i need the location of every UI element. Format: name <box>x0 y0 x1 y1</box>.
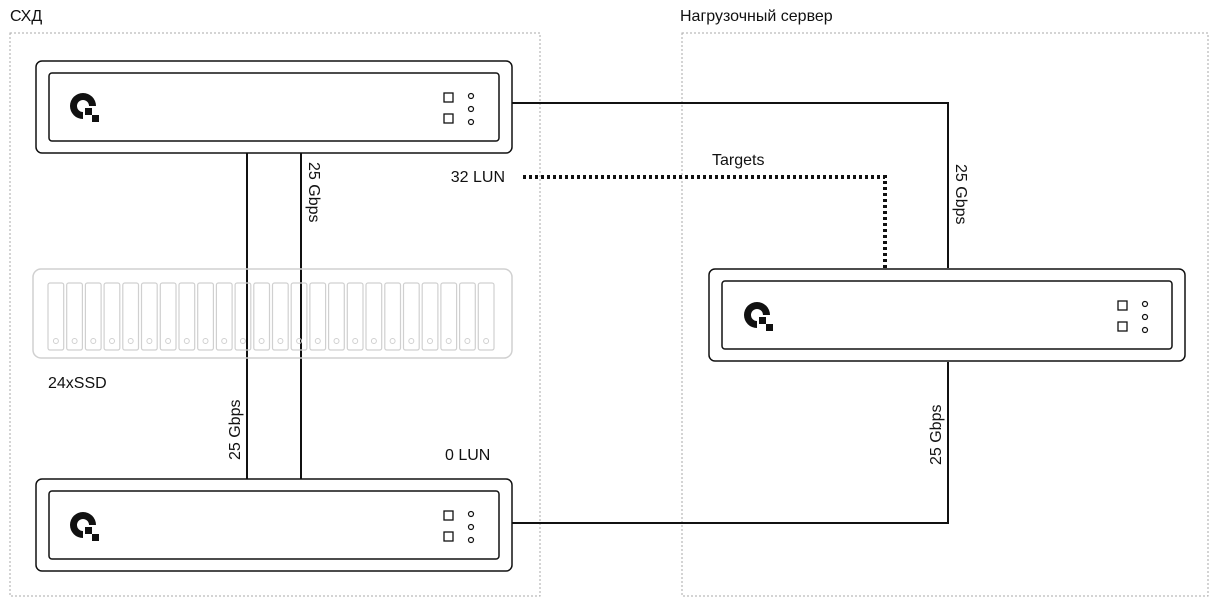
indicator-icon <box>1117 300 1149 334</box>
drive-bay <box>402 282 420 351</box>
drive-shelf-frame <box>32 268 513 359</box>
drive-bay <box>290 282 308 351</box>
drive-bay <box>66 282 83 351</box>
controller-bottom-inner <box>48 490 500 560</box>
bottom-lun-label: 0 LUN <box>445 447 490 464</box>
drive-bay <box>47 282 65 351</box>
drive-bay <box>122 282 140 351</box>
drive-bay <box>178 282 196 351</box>
load-server-outer <box>708 268 1186 362</box>
link-server-to-bottom <box>512 362 949 524</box>
controller-bottom <box>35 478 513 572</box>
drive-bay <box>309 282 327 351</box>
drive-bay <box>346 282 364 351</box>
logo-icon <box>744 302 773 331</box>
top-lun-label: 32 LUN <box>451 169 505 186</box>
drive-bay <box>103 282 121 351</box>
link-controllers-right-label: 25 Gbps <box>305 162 322 222</box>
storage-zone-border <box>9 32 541 597</box>
drive-bay <box>271 282 289 351</box>
link-top-to-server <box>512 102 949 268</box>
drive-shelf <box>32 268 513 359</box>
drive-bay <box>459 282 476 351</box>
load-server <box>708 268 1186 362</box>
logo-icon <box>70 512 99 541</box>
drive-bays <box>47 282 495 351</box>
drive-bay <box>140 282 158 351</box>
drive-bay <box>328 282 345 351</box>
controller-bottom-outer <box>35 478 513 572</box>
drive-shelf-label: 24xSSD <box>48 375 107 392</box>
drive-bay <box>365 282 383 351</box>
drive-bay <box>384 282 402 351</box>
load-server-inner <box>721 280 1173 350</box>
drive-bay <box>421 282 439 351</box>
logo-icon <box>70 93 99 122</box>
controller-top-outer <box>35 60 513 154</box>
drive-bay <box>197 282 214 351</box>
controller-top-inner <box>48 72 500 142</box>
drive-bay <box>234 282 252 351</box>
link-controllers-left-label: 25 Gbps <box>227 400 244 460</box>
controller-top <box>35 60 513 154</box>
drive-bay <box>159 282 177 351</box>
drive-bay <box>215 282 233 351</box>
drive-bay <box>84 282 102 351</box>
link-top-to-server-label: 25 Gbps <box>952 164 969 224</box>
targets-label: Targets <box>712 152 764 169</box>
drive-bay <box>253 282 271 351</box>
server-zone-border <box>681 32 1209 597</box>
indicator-icon <box>443 510 475 544</box>
server-zone-title: Нагрузочный сервер <box>680 8 833 25</box>
indicator-icon <box>443 92 475 126</box>
drive-bay <box>477 282 495 351</box>
storage-zone-title: СХД <box>10 8 43 25</box>
link-targets-dotted <box>523 175 887 270</box>
link-server-to-bottom-label: 25 Gbps <box>928 405 945 465</box>
drive-bay <box>440 282 458 351</box>
